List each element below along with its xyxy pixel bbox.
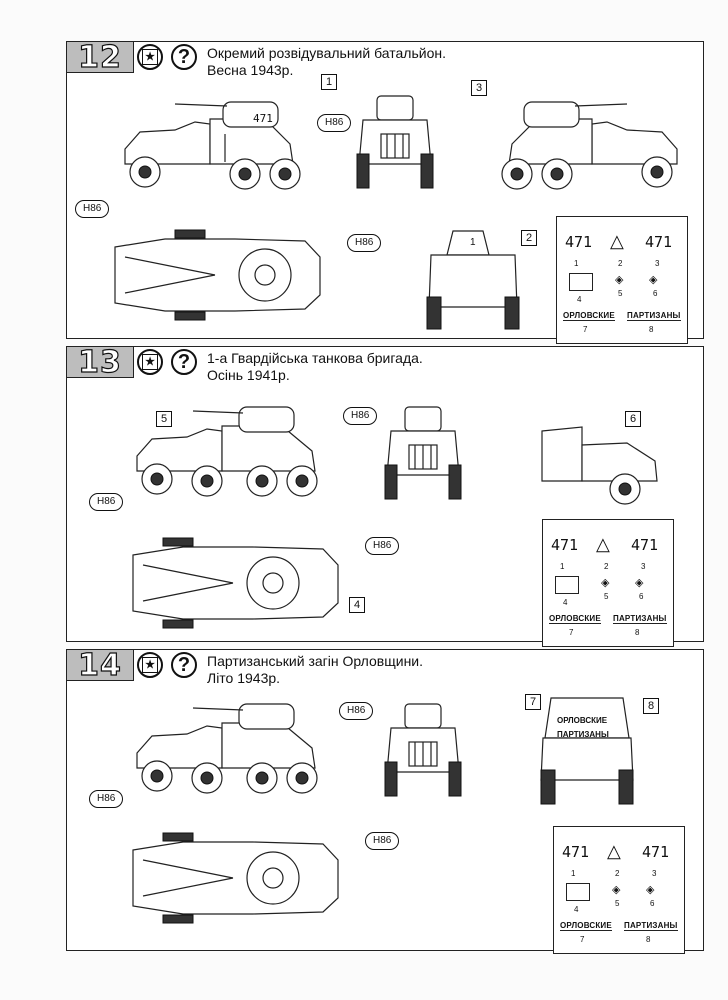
emblem-icon: ◈	[635, 577, 644, 589]
vehicle-side-view-partial	[541, 426, 658, 505]
vehicle-side-view-left	[136, 406, 318, 497]
vehicle-side-view-right	[501, 101, 678, 190]
emblem-icon: ◈	[612, 884, 621, 896]
paint-callout-h86: H86	[343, 407, 378, 425]
question-icon: ?	[171, 44, 197, 70]
question-icon: ?	[171, 349, 197, 375]
decal-sheet: 471 △ 471 1 2 3 ◈ ◈ 4 5 6 ОРЛОВСКИЕ ПАРТ…	[542, 519, 674, 647]
paint-callout-h86: H86	[317, 114, 352, 132]
decal-plate	[555, 576, 579, 594]
callout-box-3: 3	[471, 80, 487, 96]
decal-plate	[569, 273, 593, 291]
callout-box-4: 4	[349, 597, 365, 613]
question-icon: ?	[171, 652, 197, 678]
decal-sheet: 471 △ 471 1 2 3 ◈ ◈ 4 5 6 ОРЛОВСКИЕ ПАРТ…	[553, 826, 685, 954]
triangle-icon: △	[610, 231, 624, 251]
vehicle-front-view	[384, 703, 462, 797]
emblem-icon: ◈	[615, 274, 624, 286]
decal-471-b: 471	[645, 233, 673, 251]
vehicle-side-view-left	[136, 703, 318, 794]
step-title: Окремий розвідувальний батальйон. Весна …	[207, 45, 446, 78]
soviet-star-icon: ★	[137, 349, 163, 375]
soviet-star-icon: ★	[137, 44, 163, 70]
callout-box-6: 6	[625, 411, 641, 427]
decal-plate	[566, 883, 590, 901]
hull-slogan-orlovskie: ОРЛОВСКИЕ	[557, 716, 608, 725]
step-number: 14	[67, 647, 134, 683]
step-panel-13: 13 ★ ? 1-а Гвардійська танкова бригада. …	[66, 344, 704, 647]
callout-box-8: 8	[643, 698, 659, 714]
vehicle-rear-view	[426, 230, 520, 330]
callout-box-1: 1	[321, 74, 337, 90]
triangle-icon: △	[607, 841, 621, 861]
callout-box-2: 2	[521, 230, 537, 246]
step-number: 12	[67, 39, 134, 75]
paint-callout-h86: H86	[365, 537, 400, 555]
paint-callout-h86: H86	[89, 790, 124, 808]
turret-rear-marking: 1	[470, 237, 476, 248]
vehicle-rear-view	[540, 697, 634, 805]
step-title: 1-а Гвардійська танкова бригада. Осінь 1…	[207, 350, 423, 383]
vehicle-top-view	[114, 229, 321, 321]
paint-callout-h86: H86	[339, 702, 374, 720]
turret-number-marking: 471	[253, 112, 273, 125]
callout-box-7: 7	[525, 694, 541, 710]
vehicle-top-view	[132, 832, 339, 924]
paint-callout-h86: H86	[347, 234, 382, 252]
step-panel-12: 12 ★ ? Окремий розвідувальний батальйон.…	[66, 39, 704, 344]
paint-callout-h86: H86	[89, 493, 124, 511]
step-title: Партизанський загін Орловщини. Літо 1943…	[207, 653, 424, 686]
vehicle-front-view	[384, 406, 462, 500]
emblem-icon: ◈	[646, 884, 655, 896]
vehicle-front-view	[356, 95, 434, 189]
hull-slogan-partizany: ПАРТИЗАНЫ	[557, 730, 609, 739]
step-panel-14: 14 ★ ? Партизанський загін Орловщини. Лі…	[66, 647, 704, 954]
step-number: 13	[67, 344, 134, 380]
paint-callout-h86: H86	[365, 832, 400, 850]
soviet-star-icon: ★	[137, 652, 163, 678]
callout-box-5: 5	[156, 411, 172, 427]
vehicle-side-view-left	[124, 101, 301, 190]
decal-sheet: 471 △ 471 1 2 3 ◈ ◈ 4 5 6 ОРЛОВСКИЕ ПАРТ…	[556, 216, 688, 344]
emblem-icon: ◈	[601, 577, 610, 589]
paint-callout-h86: H86	[75, 200, 110, 218]
decal-471-a: 471	[565, 233, 593, 251]
triangle-icon: △	[596, 534, 610, 554]
vehicle-top-view	[132, 537, 339, 629]
emblem-icon: ◈	[649, 274, 658, 286]
